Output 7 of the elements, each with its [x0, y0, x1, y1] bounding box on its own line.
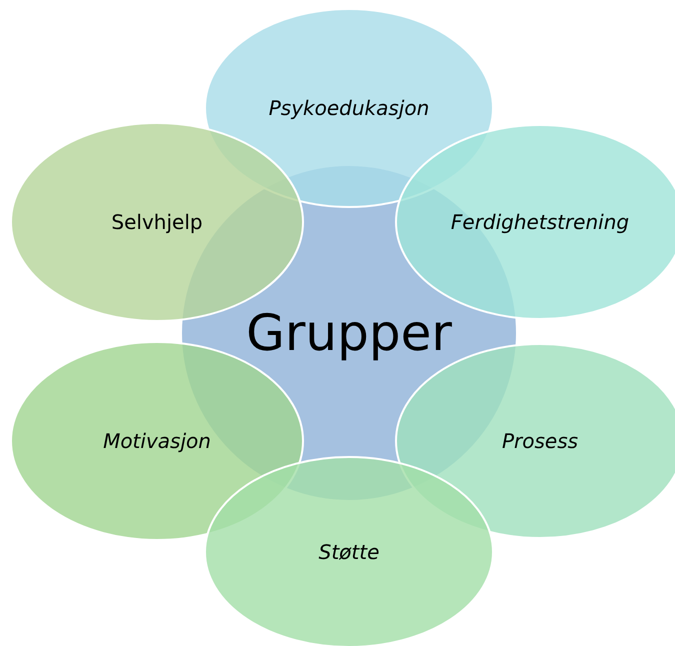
node-label: Prosess [502, 429, 578, 453]
node-label: Grupper [246, 304, 452, 362]
node-label: Psykoedukasjon [268, 96, 430, 120]
node-label: Motivasjon [103, 429, 211, 453]
node-label: Støtte [318, 540, 380, 564]
node-label: Selvhjelp [111, 210, 203, 234]
node-label: Ferdighetstrening [450, 210, 630, 234]
